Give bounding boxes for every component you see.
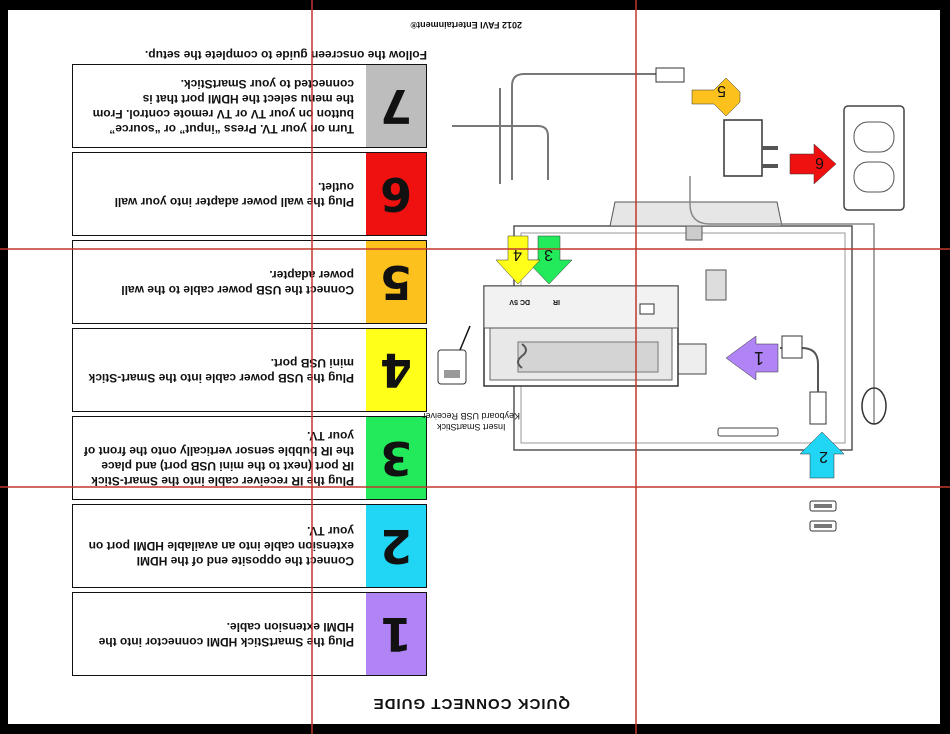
svg-text:6: 6 [815, 154, 824, 171]
svg-text:4: 4 [513, 246, 522, 263]
ir-receiver-cable [452, 125, 887, 425]
usb-receiver [437, 325, 471, 385]
tv-hdmi-ports [809, 500, 837, 532]
smartstick-device [483, 269, 727, 387]
receiver-label-line1: Insert SmartStick [436, 422, 506, 432]
arrow-step-4: 4 [495, 235, 541, 285]
svg-text:5: 5 [717, 82, 726, 99]
svg-text:1: 1 [754, 348, 764, 368]
arrow-step-2: 2 [799, 431, 845, 479]
receiver-label-line2: Keyboard USB Receiver [422, 411, 520, 421]
arrow-step-1: 1 [725, 335, 779, 381]
wall-power-adapter [723, 119, 778, 177]
arrow-step-3: 3 [525, 235, 573, 285]
arrow-step-6: 6 [789, 143, 837, 185]
arrow-step-5: 5 [691, 77, 741, 117]
quick-connect-sheet: QUICK CONNECT GUIDE 1 Plug the SmartStic… [8, 10, 940, 724]
hdmi-extension-cable [780, 335, 827, 425]
usb-power-cable [499, 67, 685, 184]
svg-text:2: 2 [819, 448, 828, 465]
wall-outlet [843, 105, 905, 211]
port-label-ir: IR [553, 298, 560, 305]
svg-text:3: 3 [544, 246, 553, 263]
receiver-label: Insert SmartStick Keyboard USB Receiver [422, 410, 520, 432]
connection-diagram: IR DC 5V [437, 67, 905, 532]
port-label-dc: DC 5V [509, 298, 530, 305]
